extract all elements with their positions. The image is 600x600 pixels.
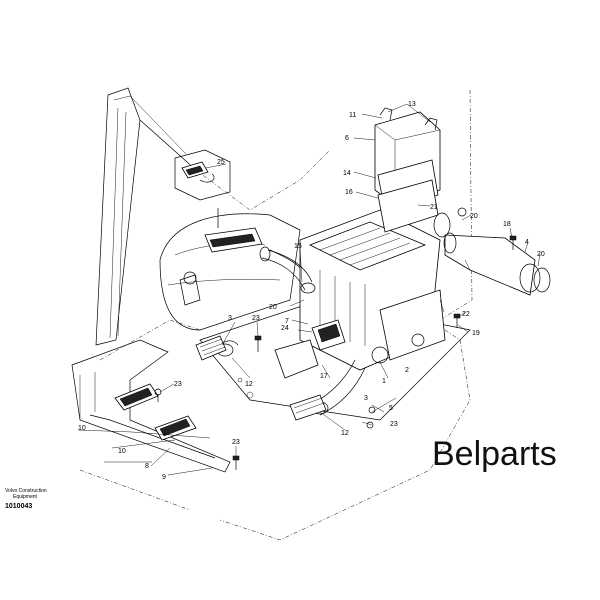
callout-23-d: 23	[232, 439, 240, 446]
floor-ducts	[71, 339, 231, 473]
callout-1: 1	[382, 378, 386, 385]
callout-3-a: 3	[228, 315, 232, 322]
callout-9: 9	[162, 474, 166, 481]
callout-16: 16	[345, 189, 353, 196]
cab-pillar	[95, 87, 197, 346]
callout-13: 13	[408, 101, 416, 108]
callout-20-c: 20	[269, 304, 277, 311]
callout-12-b: 12	[341, 430, 349, 437]
callout-10-b: 10	[118, 448, 126, 455]
filter-box	[374, 107, 441, 233]
callout-8: 8	[145, 463, 149, 470]
publisher-block: Volvo Construction Equipment 1010043	[5, 488, 47, 510]
callout-15: 15	[294, 243, 302, 250]
callout-25: 25	[217, 159, 225, 166]
callout-24: 24	[281, 325, 289, 332]
callout-2: 2	[405, 367, 409, 374]
callout-5: 5	[389, 405, 393, 412]
leader-lines	[77, 103, 541, 476]
callouts: 11 13 6 14 16 21 20 18 4 20 15 25 20 7 2…	[78, 101, 545, 481]
hvac-unit	[299, 209, 446, 371]
callout-6: 6	[345, 135, 349, 142]
callout-17: 17	[320, 373, 328, 380]
vent-grilles	[195, 319, 346, 421]
callout-10-a: 10	[78, 425, 86, 432]
callout-20-a: 20	[470, 213, 478, 220]
callout-12-a: 12	[245, 381, 253, 388]
cab-outline	[79, 89, 473, 541]
left-console	[159, 213, 311, 331]
inset-detail-25	[174, 149, 231, 228]
callout-3-b: 3	[364, 395, 368, 402]
publisher-line-1: Volvo Construction	[5, 488, 47, 494]
callout-19: 19	[472, 330, 480, 337]
watermark: Belparts	[432, 435, 557, 473]
callout-4: 4	[525, 239, 529, 246]
callout-23-b: 23	[390, 421, 398, 428]
side-duct	[433, 212, 551, 296]
callout-23-c: 23	[174, 381, 182, 388]
drawing-reference: 1010043	[5, 503, 32, 510]
callout-18: 18	[503, 221, 511, 228]
callout-14: 14	[343, 170, 351, 177]
callout-20-b: 20	[537, 251, 545, 258]
callout-23-a: 23	[252, 315, 260, 322]
callout-11: 11	[349, 112, 356, 119]
callout-7-upper: 7	[285, 318, 289, 325]
callout-22: 22	[462, 311, 470, 318]
callout-21: 21	[430, 204, 438, 211]
publisher-line-2: Equipment	[13, 494, 38, 500]
